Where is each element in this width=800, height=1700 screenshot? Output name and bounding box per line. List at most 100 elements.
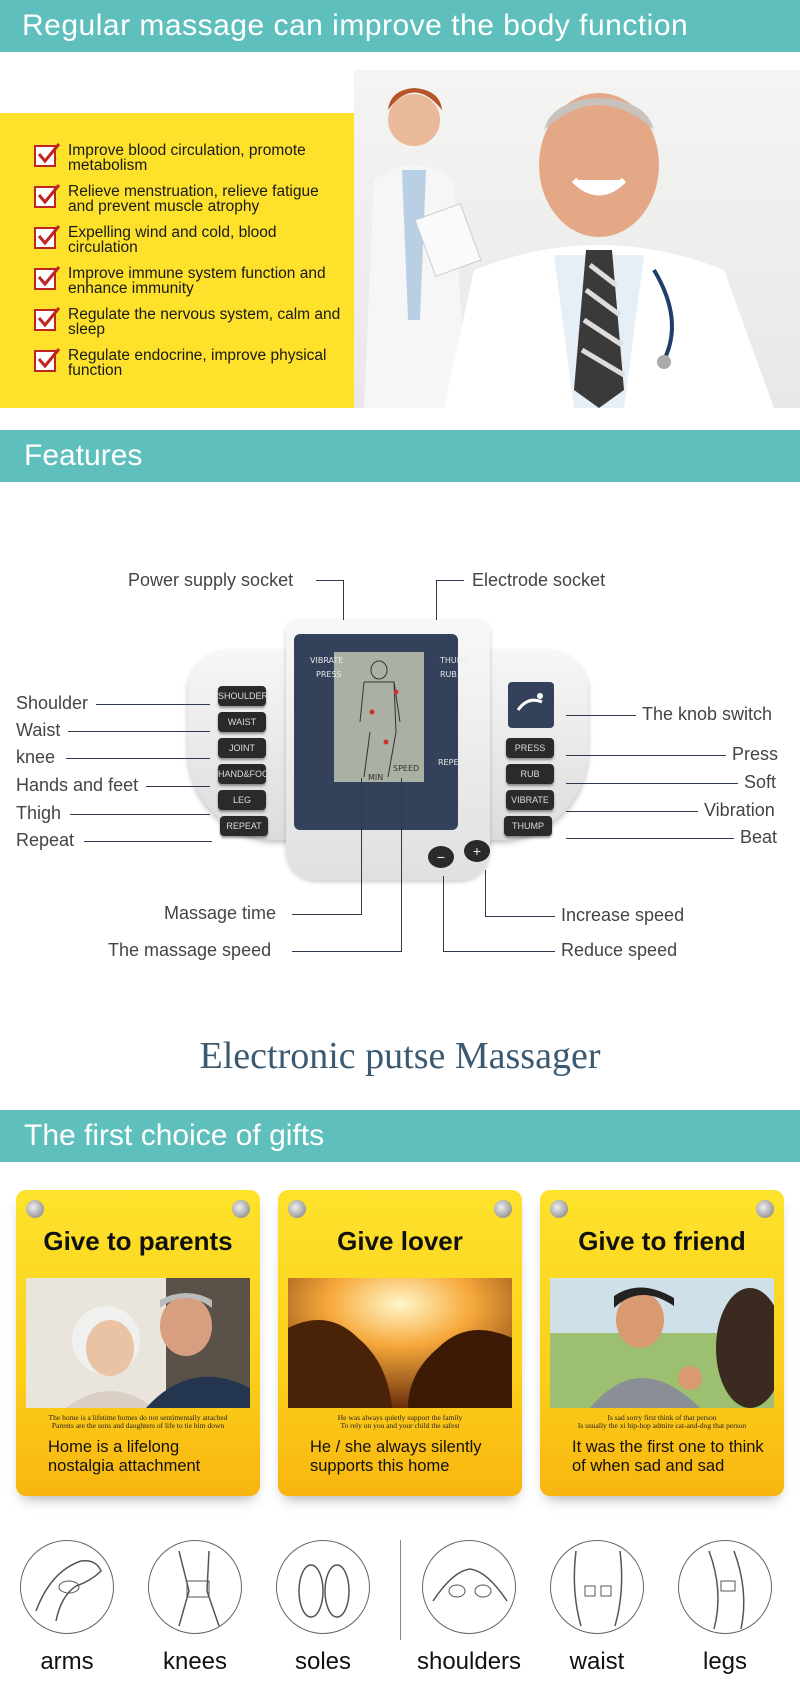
benefit-text: Improve blood circulation, promote metab…: [68, 142, 306, 174]
card-caption-small: Is sad sorry first think of that person …: [556, 1414, 768, 1430]
screw-icon: [756, 1200, 774, 1218]
waist-button[interactable]: WAIST: [218, 712, 266, 732]
leader-line: [443, 951, 555, 952]
leader-line: [566, 811, 698, 812]
knob-switch[interactable]: [508, 682, 554, 728]
card-caption-line: Is usually the xi hip-hop admire cat-and…: [577, 1421, 747, 1430]
screen-label-vibrate: VIBRATE: [310, 656, 344, 665]
label-knob-switch: The knob switch: [642, 704, 773, 724]
gift-card-lover: Give lover He was always quietly support…: [278, 1190, 522, 1496]
repeat-button[interactable]: REPEAT: [220, 816, 268, 836]
leader-line: [343, 580, 344, 620]
part-label: soles: [294, 1648, 352, 1675]
card-text: It was the first one to think of when sa…: [572, 1438, 764, 1475]
header-banner-text: Regular massage can improve the body fun…: [22, 9, 689, 42]
leader-line: [361, 778, 362, 915]
benefit-item: Relieve menstruation, relieve fatigue an…: [34, 184, 354, 214]
shoulder-button[interactable]: SHOULDER: [218, 686, 268, 706]
benefit-item: Regulate the nervous system, calm and sl…: [34, 307, 354, 337]
label-soft: Soft: [744, 772, 777, 792]
label-repeat: Repeat: [16, 830, 75, 850]
card-caption-line: He was always quietly support the family: [337, 1413, 463, 1422]
body-part-soles: soles: [268, 1540, 378, 1676]
doctors-photo: [354, 70, 800, 408]
label-massage-speed: The massage speed: [108, 940, 272, 960]
card-caption-line: To rely on you and your child the safest: [340, 1421, 460, 1430]
benefit-item: Improve blood circulation, promote metab…: [34, 143, 354, 173]
gift-card-friend: Give to friend Is sad sorry first think …: [540, 1190, 784, 1496]
vibrate-button[interactable]: VIBRATE: [506, 790, 554, 810]
minus-button[interactable]: −: [428, 846, 454, 868]
leader-line: [566, 715, 636, 716]
card-caption-line: Is sad sorry first think of that person: [607, 1413, 717, 1422]
card-text: Home is a lifelong nostalgia attachment: [48, 1438, 201, 1475]
checkmark-icon: [34, 307, 61, 331]
waist-icon: [550, 1540, 644, 1634]
leader-line: [436, 580, 464, 581]
body-part-shoulders: shoulders: [414, 1540, 524, 1676]
checkmark-icon: [34, 225, 61, 249]
label-reduce-speed: Reduce speed: [561, 940, 678, 960]
leader-line: [566, 838, 734, 839]
screw-icon: [494, 1200, 512, 1218]
benefit-item: Expelling wind and cold, blood circulati…: [34, 225, 354, 255]
benefit-item: Improve immune system function and enhan…: [34, 266, 354, 296]
press-button[interactable]: PRESS: [506, 738, 554, 758]
card-title: Give lover: [337, 1226, 463, 1256]
screen-label-min: MIN: [368, 773, 384, 782]
gifts-banner-text: The first choice of gifts: [24, 1119, 325, 1152]
label-knee: knee: [16, 747, 56, 767]
leader-line: [68, 731, 210, 732]
part-label: legs: [702, 1648, 748, 1675]
body-part-knees: knees: [140, 1540, 250, 1676]
benefit-text: Regulate endocrine, improve physical fun…: [68, 347, 327, 379]
leader-line: [70, 814, 210, 815]
screw-icon: [26, 1200, 44, 1218]
label-waist: Waist: [16, 720, 61, 740]
shoulders-icon: [422, 1540, 516, 1634]
leader-line: [84, 841, 212, 842]
features-banner-text: Features: [24, 439, 143, 472]
leader-line: [443, 876, 444, 952]
benefit-text: Regulate the nervous system, calm and sl…: [68, 306, 341, 338]
legs-icon: [678, 1540, 772, 1634]
card-photo-lover: [288, 1278, 512, 1408]
plus-button[interactable]: +: [464, 840, 490, 862]
benefit-text: Improve immune system function and enhan…: [68, 265, 326, 297]
benefit-text: Expelling wind and cold, blood circulati…: [68, 224, 277, 256]
label-thigh: Thigh: [16, 803, 62, 823]
label-shoulder: Shoulder: [16, 693, 89, 713]
card-caption-line: Parents are the sons and daughters of li…: [51, 1421, 225, 1430]
screw-icon: [550, 1200, 568, 1218]
body-part-waist: waist: [542, 1540, 652, 1676]
divider: [400, 1540, 401, 1640]
leader-line: [316, 580, 344, 581]
leg-button[interactable]: LEG: [218, 790, 266, 810]
label-beat: Beat: [740, 827, 778, 847]
gifts-banner: The first choice of gifts: [0, 1110, 800, 1162]
screen-label-rub: RUB: [440, 670, 457, 679]
benefit-text: Relieve menstruation, relieve fatigue an…: [68, 183, 319, 215]
hand-foot-button[interactable]: HAND&FOOT: [218, 764, 275, 784]
leader-line: [292, 914, 362, 915]
label-increase-speed: Increase speed: [561, 905, 685, 925]
checkmark-icon: [34, 266, 61, 290]
thump-button[interactable]: THUMP: [504, 816, 552, 836]
gift-card-parents: Give to parents The home is a lifetime h…: [16, 1190, 260, 1496]
header-banner: Regular massage can improve the body fun…: [0, 0, 800, 52]
leader-line: [436, 580, 437, 620]
label-electrode-socket: Electrode socket: [472, 570, 606, 590]
checkmark-icon: [34, 348, 61, 372]
checkmark-icon: [34, 184, 61, 208]
leader-line: [401, 778, 402, 952]
screen-label-repeat: REPEAT: [438, 758, 469, 767]
body-part-legs: legs: [670, 1540, 780, 1676]
checkmark-icon: [34, 143, 61, 167]
arms-icon: [20, 1540, 114, 1634]
benefit-item: Regulate endocrine, improve physical fun…: [34, 348, 354, 378]
joint-button[interactable]: JOINT: [218, 738, 266, 758]
part-label: waist: [569, 1648, 625, 1675]
rub-button[interactable]: RUB: [506, 764, 554, 784]
part-label: shoulders: [416, 1648, 522, 1675]
label-vibration: Vibration: [704, 800, 775, 820]
